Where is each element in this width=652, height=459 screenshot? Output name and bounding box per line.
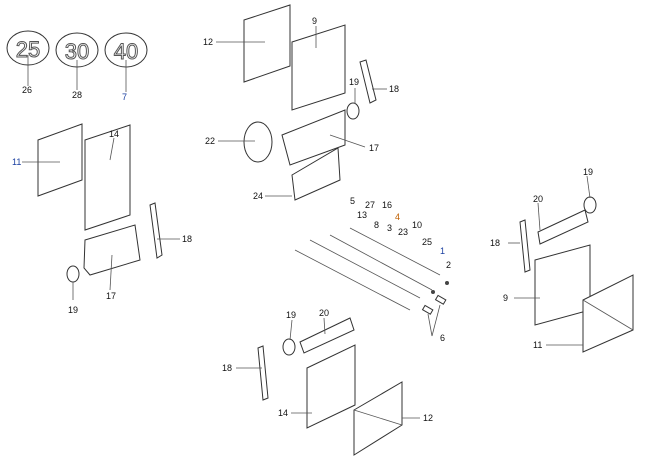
callout-7: 7 xyxy=(122,92,127,102)
hardware-rows xyxy=(294,227,449,315)
callout-24: 24 xyxy=(253,191,263,201)
callout-19-left: 19 xyxy=(68,305,78,315)
badge-30: 30 xyxy=(55,32,99,68)
bracket-20-bottom xyxy=(299,317,355,354)
callout-19-right: 19 xyxy=(583,167,593,177)
callout-4: 4 xyxy=(395,212,400,222)
callout-17-top: 17 xyxy=(369,143,379,153)
mud-flap-14-bottom xyxy=(306,344,356,429)
callout-9-right: 9 xyxy=(503,293,508,303)
callout-20-bottom: 20 xyxy=(319,308,329,318)
reflector-19-right xyxy=(583,196,597,214)
mud-flap-9-top xyxy=(291,24,346,111)
callout-18-right: 18 xyxy=(490,238,500,248)
svg-text:30: 30 xyxy=(65,39,89,64)
callout-18-left: 18 xyxy=(182,234,192,244)
bracket-17-left xyxy=(83,224,141,276)
svg-text:40: 40 xyxy=(114,39,138,64)
callout-2: 2 xyxy=(446,260,451,270)
callout-25: 25 xyxy=(422,237,432,247)
callout-26: 26 xyxy=(22,85,32,95)
callout-1: 1 xyxy=(440,246,445,256)
reflector-19-top xyxy=(346,102,360,120)
bracket-20-right xyxy=(537,209,589,245)
callout-5: 5 xyxy=(350,196,355,206)
mud-flap-14-left xyxy=(84,124,131,231)
cover-plate-12-bottom xyxy=(353,381,403,456)
callout-27: 27 xyxy=(365,200,375,210)
strap-18-top xyxy=(359,59,377,104)
leader-lines xyxy=(22,26,591,419)
callout-23: 23 xyxy=(398,227,408,237)
callout-16: 16 xyxy=(382,200,392,210)
cover-plate-11-left xyxy=(37,123,83,197)
svg-text:25: 25 xyxy=(16,37,40,62)
callout-20-right: 20 xyxy=(533,194,543,204)
callout-3: 3 xyxy=(387,223,392,233)
callout-9-top: 9 xyxy=(312,16,317,26)
callout-19-bottom: 19 xyxy=(286,310,296,320)
callout-11-left: 11 xyxy=(12,157,21,167)
strap-18-right xyxy=(519,219,531,273)
callout-18-bottom: 18 xyxy=(222,363,232,373)
callout-12-top: 12 xyxy=(203,37,213,47)
badge-40: 40 xyxy=(104,32,148,68)
strap-18-bottom xyxy=(257,345,269,401)
callout-14-left: 14 xyxy=(109,129,119,139)
cover-22 xyxy=(243,121,273,163)
bracket-17-top xyxy=(281,109,346,166)
guard-24 xyxy=(291,147,341,201)
reflector-19-bottom xyxy=(282,338,296,356)
cover-plate-12-top xyxy=(243,4,291,83)
callout-6: 6 xyxy=(440,333,445,343)
strap-18-left xyxy=(149,202,163,259)
callout-22: 22 xyxy=(205,136,215,146)
callout-28: 28 xyxy=(72,90,82,100)
callout-11-right: 11 xyxy=(533,340,542,350)
callout-14-bottom: 14 xyxy=(278,408,288,418)
callout-19-top: 19 xyxy=(349,77,359,87)
callout-18-top: 18 xyxy=(389,84,399,94)
callout-10: 10 xyxy=(412,220,422,230)
callout-17-left: 17 xyxy=(106,291,116,301)
badge-25: 25 xyxy=(6,30,50,66)
reflector-19-left xyxy=(66,265,80,283)
callout-13: 13 xyxy=(357,210,367,220)
callout-8: 8 xyxy=(374,220,379,230)
mud-flap-9-right xyxy=(534,244,591,326)
callout-12-bottom: 12 xyxy=(423,413,433,423)
